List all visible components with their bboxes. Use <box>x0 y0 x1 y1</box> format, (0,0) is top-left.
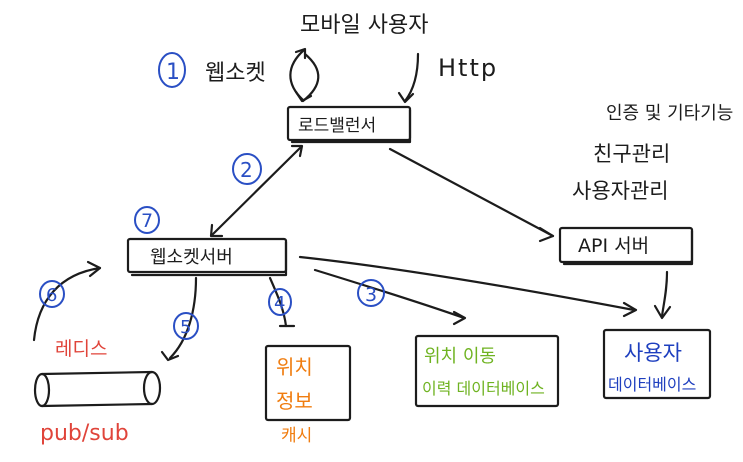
cache-label: 캐시 <box>281 426 312 446</box>
pubsub-to-ws-arrow <box>32 266 102 342</box>
pubsub-cylinder <box>33 370 162 408</box>
step-7-marker: 7 <box>134 206 160 234</box>
location-history-db-box <box>414 334 560 408</box>
step-5-number: 5 <box>180 317 191 338</box>
step-6-marker: 6 <box>39 280 65 308</box>
http-arrowhead <box>397 91 415 104</box>
step-1-number: 1 <box>166 60 180 85</box>
websocket-label: 웹소켓 <box>205 61 266 86</box>
location-cache-box <box>264 344 352 422</box>
user-db-line2: 데이터베이스 <box>608 375 696 394</box>
mobile-user-label: 모바일 사용자 <box>300 13 428 38</box>
user-db-box <box>602 328 712 400</box>
lb-to-api-arrow <box>388 147 555 238</box>
ws-to-history-arrow <box>313 268 466 320</box>
location-cache-line1: 위치 <box>276 355 313 379</box>
location-history-db-line2: 이력 데이터베이스 <box>422 379 545 398</box>
http-arrow <box>403 52 420 103</box>
step-2-marker: 2 <box>232 153 262 185</box>
api-features-line1: 인증 및 기타기능 <box>606 103 733 124</box>
api-to-userdb-arrow <box>660 270 669 318</box>
step-7-number: 7 <box>141 210 153 232</box>
websocket-arrow-down <box>301 52 320 103</box>
api-features-line2: 친구관리 <box>593 142 670 166</box>
step-4-number: 4 <box>274 293 285 314</box>
websocket-server-label: 웹소켓서버 <box>150 247 233 268</box>
ws-to-pubsub-arrow <box>168 276 198 360</box>
ws-to-cache-arrow <box>268 276 288 328</box>
location-cache-line2: 정보 <box>276 389 313 413</box>
http-label: Http <box>438 54 498 82</box>
api-features-line3: 사용자관리 <box>572 179 669 203</box>
step-2-number: 2 <box>240 158 253 182</box>
step-3-marker: 3 <box>357 279 385 307</box>
location-history-db-line1: 위치 이동 <box>424 346 496 367</box>
step-5-marker: 5 <box>173 312 199 340</box>
user-db-line1: 사용자 <box>624 341 682 365</box>
lb-ws-arrow <box>210 146 302 237</box>
step-3-number: 3 <box>365 284 377 306</box>
step-4-marker: 4 <box>268 288 292 316</box>
redis-label: 레디스 <box>55 338 107 360</box>
step-6-number: 6 <box>46 285 57 306</box>
load-balancer-label: 로드밸런서 <box>298 116 376 136</box>
ws-to-userdb-arrow <box>298 255 636 312</box>
websocket-arrowhead-down <box>294 90 313 103</box>
step-1-marker: 1 <box>158 52 186 88</box>
pubsub-label: pub/sub <box>40 421 129 446</box>
api-server-label: API 서버 <box>578 235 649 257</box>
